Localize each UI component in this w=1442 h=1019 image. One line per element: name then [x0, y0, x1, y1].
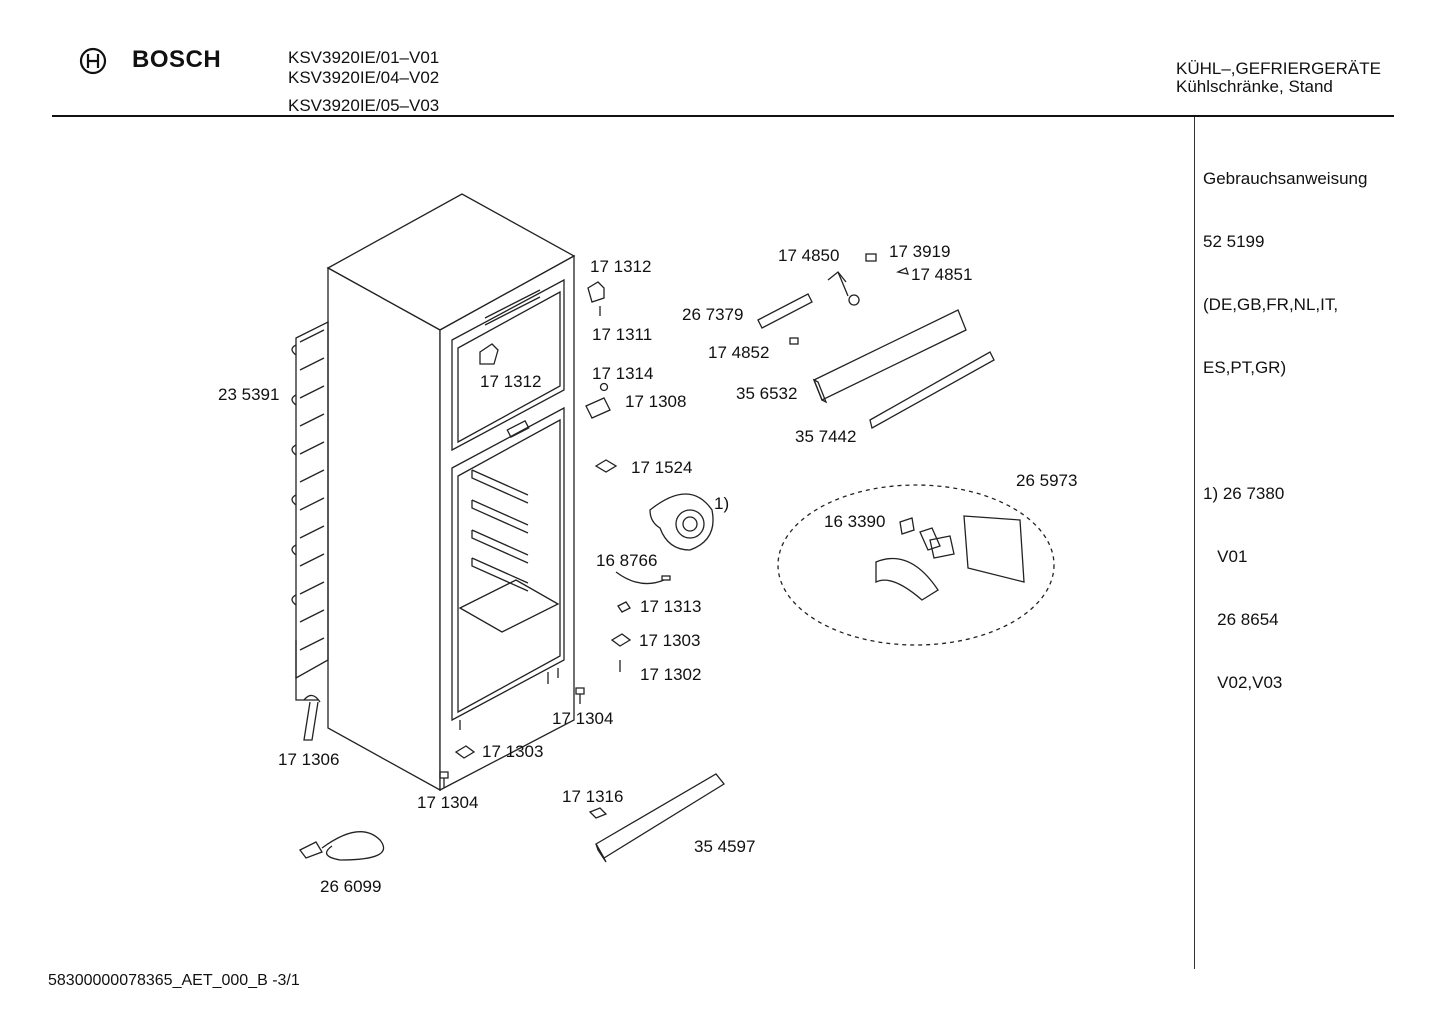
side-panel: Gebrauchsanweisung 52 5199 (DE,GB,FR,NL,… — [1203, 126, 1367, 714]
part-label: 17 3919 — [889, 242, 950, 261]
bosch-emblem-icon — [79, 47, 107, 75]
control-panel — [757, 253, 995, 429]
part-label: 17 1313 — [640, 597, 701, 616]
part-label: 35 7442 — [795, 427, 856, 446]
part-label: 26 5973 — [1016, 471, 1077, 490]
model-line: KSV3920IE/01–V01 — [288, 48, 440, 67]
part-label: 26 7379 — [682, 305, 743, 324]
side-line: V01 — [1203, 547, 1248, 566]
washer-part — [599, 382, 609, 392]
part-label: 17 1524 — [631, 458, 692, 477]
category-block: KÜHL–,GEFRIERGERÄTE Kühlschränke, Stand — [1176, 60, 1381, 96]
part-label: 17 1302 — [640, 665, 701, 684]
side-line: (DE,GB,FR,NL,IT, — [1203, 295, 1339, 314]
part-label: 16 8766 — [596, 551, 657, 570]
side-line: ES,PT,GR) — [1203, 358, 1287, 377]
part-label: 17 1306 — [278, 750, 339, 769]
lamp-cover — [594, 459, 618, 473]
part-label: 35 4597 — [694, 837, 755, 856]
side-line: 26 8654 — [1203, 610, 1279, 629]
part-label: 17 4852 — [708, 343, 769, 362]
hinge-middle — [585, 397, 611, 419]
part-label: 17 4851 — [911, 265, 972, 284]
part-label: 1) — [714, 494, 729, 513]
exploded-diagram: 17 1312 17 1311 17 1312 17 1314 17 1308 … — [218, 193, 1077, 896]
model-list: KSV3920IE/01–V01 KSV3920IE/04–V02 KSV392… — [288, 48, 439, 116]
bosch-logo: BOSCH — [78, 44, 238, 80]
brand-name: BOSCH — [132, 46, 222, 73]
part-label: 23 5391 — [218, 385, 279, 404]
part-label: 17 1312 — [590, 257, 651, 276]
cover-lower — [454, 745, 476, 759]
part-label: 35 6532 — [736, 384, 797, 403]
hinge-freezer — [479, 343, 499, 365]
model-line: KSV3920IE/04–V02 — [288, 68, 440, 87]
part-label: 17 1312 — [480, 372, 541, 391]
side-line-spacer — [1203, 420, 1367, 441]
side-line: 52 5199 — [1203, 232, 1265, 251]
part-label: 16 3390 — [824, 512, 885, 531]
fan-kit-group — [777, 484, 1055, 646]
drain-tube — [303, 694, 321, 741]
model-line: KSV3920IE/05–V03 — [288, 96, 440, 115]
part-label: 17 1314 — [592, 364, 653, 383]
part-label: 17 1303 — [482, 742, 543, 761]
part-label: 17 1308 — [625, 392, 686, 411]
document-code: 58300000078365_AET_000_B -3/1 — [48, 972, 300, 989]
part-label: 17 4850 — [778, 246, 839, 265]
kick-plate — [595, 773, 725, 863]
header-rule — [52, 115, 1394, 117]
category-title: KÜHL–,GEFRIERGERÄTE — [1176, 59, 1381, 78]
part-label: 17 1303 — [639, 631, 700, 650]
fan-kit-parts — [875, 515, 1025, 601]
part-label: 17 1304 — [552, 709, 613, 728]
small-clip — [588, 807, 608, 819]
side-line: V02,V03 — [1203, 673, 1283, 692]
screw-part — [575, 687, 585, 704]
category-subtitle: Kühlschränke, Stand — [1176, 77, 1333, 96]
part-label: 17 1311 — [592, 325, 652, 344]
fan-housing — [649, 493, 714, 551]
side-divider — [1194, 117, 1195, 969]
power-cord — [299, 831, 385, 861]
part-label: 26 6099 — [320, 877, 381, 896]
side-line: 1) 26 7380 — [1203, 484, 1285, 503]
sensor-wire — [615, 571, 671, 585]
part-label: 17 1316 — [562, 787, 623, 806]
part-label: 17 1304 — [417, 793, 478, 812]
clip-part — [617, 601, 631, 613]
condenser-coil — [291, 320, 329, 701]
screw-lower — [439, 771, 449, 788]
cover-part — [610, 633, 632, 647]
hinge-upper — [587, 281, 605, 316]
fridge-cabinet — [326, 193, 576, 792]
side-line: Gebrauchsanweisung — [1203, 169, 1368, 188]
